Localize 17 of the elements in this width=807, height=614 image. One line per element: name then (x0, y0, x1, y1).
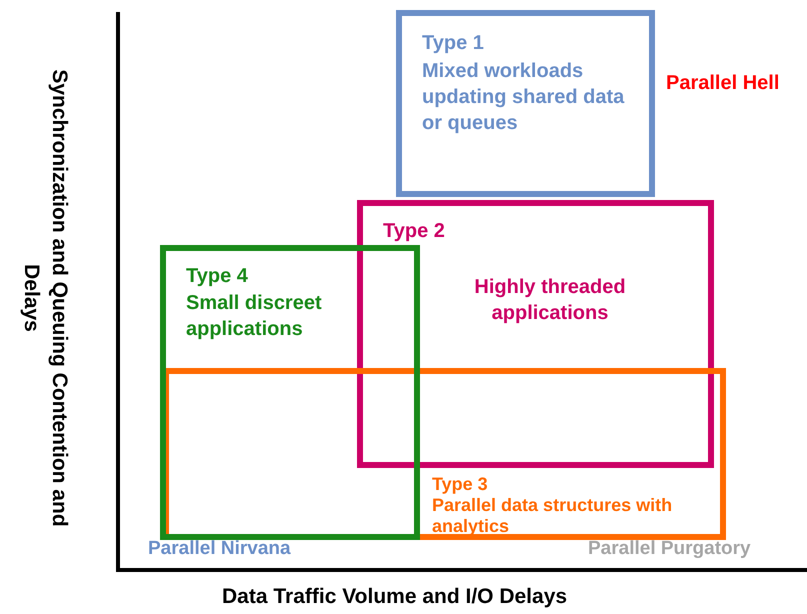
type-description: Parallel data structures with analytics (432, 495, 674, 537)
region-label: Parallel Nirvana (148, 538, 291, 560)
type-heading: Type 2 (383, 219, 446, 244)
type-heading: Type 3 (432, 474, 489, 495)
axis-title: Synchronization and Queuing Contention and Delays (19, 68, 72, 529)
quadrant-box (163, 368, 726, 540)
type-description: Small discreet applications (186, 291, 323, 342)
type-heading: Type 4 (186, 264, 249, 289)
type-description: Mixed workloads updating shared data or queues (422, 59, 626, 136)
quadrant-box (396, 10, 655, 197)
type-description: Highly threaded applications (473, 275, 627, 326)
region-label: Parallel Purgatory (588, 538, 751, 560)
quadrant-box (160, 245, 420, 540)
quadrant-box (357, 200, 714, 468)
type-heading: Type 1 (422, 31, 485, 56)
axis-title: Data Traffic Volume and I/O Delays (222, 585, 568, 609)
region-label: Parallel Hell (666, 72, 780, 95)
